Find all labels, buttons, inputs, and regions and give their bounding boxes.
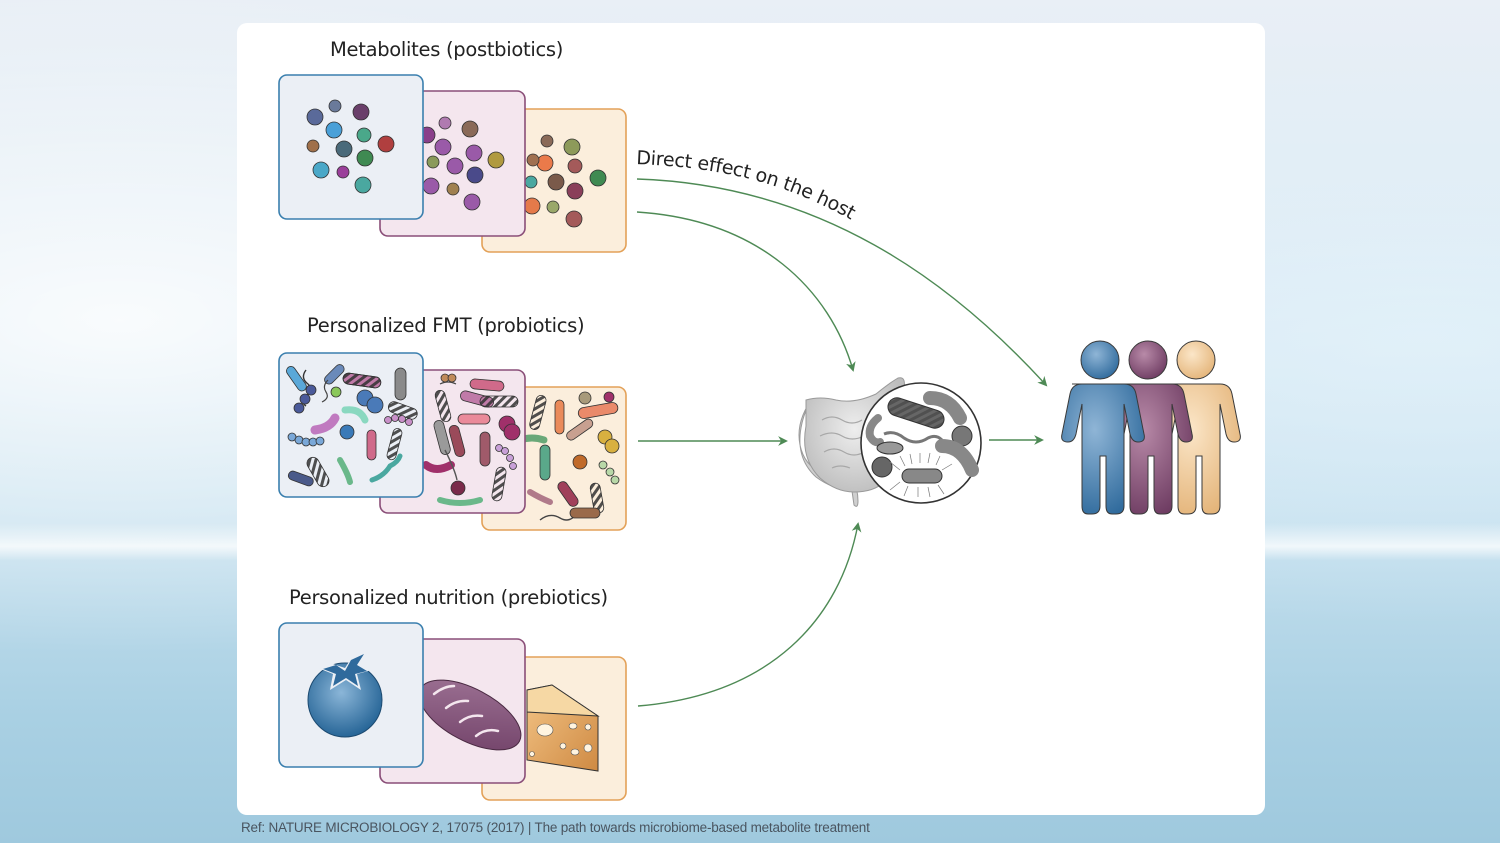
arrow-direct-effect (636, 178, 1048, 387)
heading-fmt: Personalized FMT (probiotics) (307, 314, 585, 337)
bacteria-orange (516, 391, 620, 521)
reference-caption: Ref: NATURE MICROBIOLOGY 2, 17075 (2017)… (241, 820, 870, 835)
arrows (636, 178, 1048, 707)
fmt-panel (278, 352, 627, 531)
molecules-purple (418, 116, 505, 211)
bacteria-blue (286, 364, 418, 488)
tomato-icon (307, 650, 383, 738)
nutrition-panel (278, 622, 627, 801)
microbiome-magnifier-icon (860, 382, 982, 504)
arrow-nutrition-to-gut (637, 522, 862, 707)
bacteria-purple (422, 373, 521, 506)
arrow-metabolites-to-gut (636, 211, 856, 372)
person-blue (1061, 340, 1145, 515)
heading-metabolites: Metabolites (postbiotics) (330, 38, 564, 61)
molecules-blue (306, 99, 395, 194)
bread-icon (418, 679, 522, 751)
metabolites-panel (278, 74, 627, 253)
molecules-orange (523, 134, 607, 228)
host-people-icon (1061, 340, 1241, 515)
direct-effect-label-text: Direct effect on the host (636, 147, 859, 224)
cheese-icon (526, 684, 600, 772)
heading-nutrition: Personalized nutrition (prebiotics) (289, 586, 608, 609)
direct-effect-label: Direct effect on the host (636, 147, 859, 224)
